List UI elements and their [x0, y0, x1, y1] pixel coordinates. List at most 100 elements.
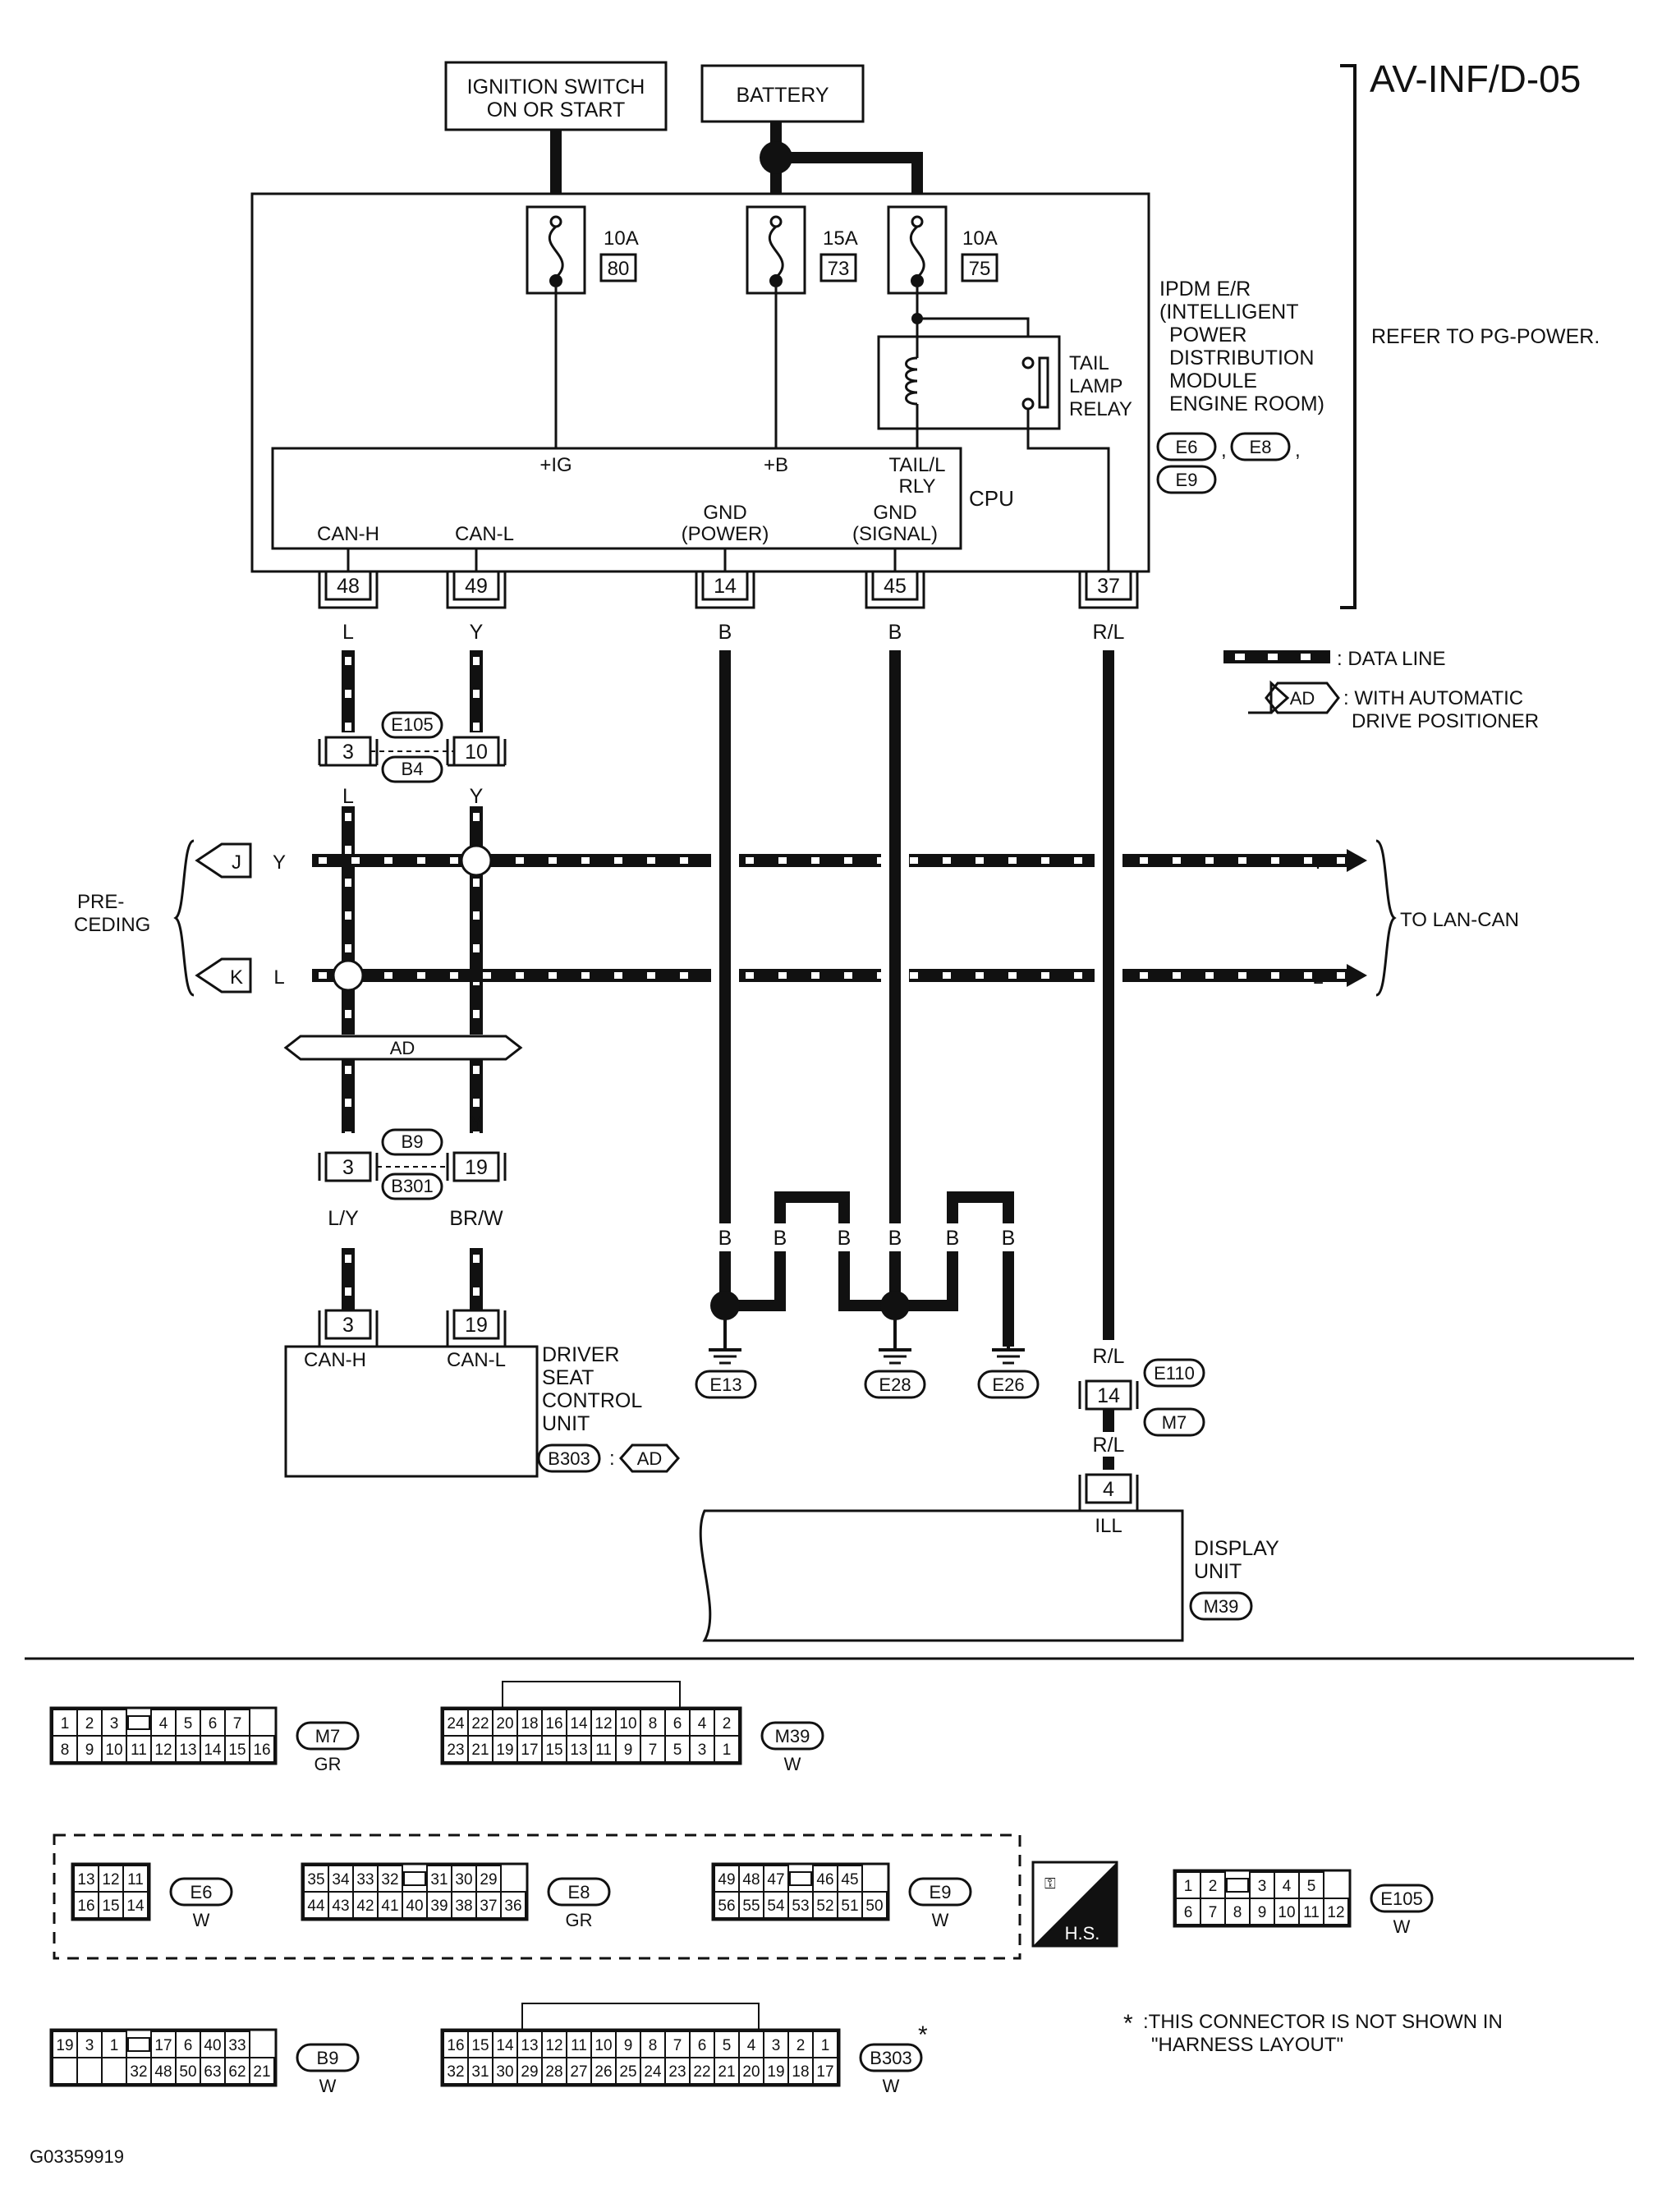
- svg-text:E26: E26: [992, 1374, 1024, 1395]
- connector-pin-49: 49: [718, 1871, 735, 1888]
- legend-ad-symbol: AD: [1290, 688, 1315, 709]
- svg-text:DRIVER: DRIVER: [542, 1343, 619, 1366]
- connector-pin-22: 22: [471, 1715, 489, 1732]
- connector-pin-31: 31: [471, 2063, 489, 2081]
- svg-text:B: B: [888, 1227, 902, 1250]
- flag-j: J: [232, 851, 241, 874]
- connector-pin-1: 1: [821, 2037, 830, 2054]
- ignition-label-line1: IGNITION SWITCH: [467, 76, 645, 99]
- connector-pin-20: 20: [742, 2063, 760, 2081]
- connector-pin-14: 14: [570, 1715, 588, 1732]
- connector-color: GR: [314, 1754, 342, 1774]
- svg-text:48: 48: [337, 575, 360, 598]
- ipdm-pin-48: 48: [318, 570, 379, 609]
- connector-pin-22: 22: [693, 2063, 710, 2081]
- connector-pin-10: 10: [105, 1742, 122, 1759]
- ipdm-title-5: MODULE: [1169, 369, 1257, 392]
- connector-color: GR: [566, 1910, 593, 1930]
- relay-label-3: RELAY: [1069, 398, 1132, 420]
- svg-text:E28: E28: [879, 1374, 911, 1395]
- connector-pin-5: 5: [1307, 1878, 1316, 1895]
- connector-pin-38: 38: [455, 1898, 472, 1915]
- battery-box: BATTERY: [700, 64, 865, 123]
- svg-text:B9: B9: [402, 1131, 424, 1152]
- connector-color: W: [932, 1910, 949, 1930]
- connector-pin-18: 18: [792, 2063, 809, 2081]
- svg-text:SEAT: SEAT: [542, 1366, 594, 1389]
- connector-pin-23: 23: [668, 2063, 686, 2081]
- connector-id: M39: [775, 1726, 810, 1746]
- tail-lamp-relay: TAIL LAMP RELAY: [877, 335, 1132, 571]
- legend-ad-text-1: : WITH AUTOMATIC: [1343, 687, 1523, 709]
- term-can-l: CAN-L: [455, 523, 514, 545]
- page-code: AV-INF/D-05: [1370, 57, 1581, 100]
- connector-key-slot: [403, 1871, 426, 1886]
- svg-text:3: 3: [342, 741, 354, 764]
- svg-text:B4: B4: [402, 759, 424, 779]
- connector-key-slot: [1226, 1878, 1249, 1893]
- inline-connector-e105-b4: L 3 10 E105 B4: [318, 711, 507, 783]
- cpu-label: CPU: [969, 486, 1014, 511]
- wire-can-l-mid: Y: [470, 785, 484, 808]
- svg-text:R/L: R/L: [1093, 1434, 1125, 1457]
- wire-can-h-mid: L: [342, 785, 354, 808]
- term-can-h: CAN-H: [317, 523, 379, 545]
- legend-ad-text-2: DRIVE POSITIONER: [1352, 710, 1539, 732]
- ipdm-conn-e6: E6: [1176, 437, 1198, 457]
- connector-pin-10: 10: [1278, 1904, 1295, 1921]
- svg-text:DISPLAY: DISPLAY: [1194, 1537, 1279, 1560]
- to-lan-can-label: TO LAN-CAN: [1400, 909, 1519, 931]
- connector-pin-3: 3: [698, 1742, 707, 1759]
- connector-pin-37: 37: [480, 1898, 497, 1915]
- svg-text:AD: AD: [390, 1038, 415, 1058]
- connector-pin-28: 28: [545, 2063, 562, 2081]
- connector-pin-6: 6: [184, 2037, 193, 2054]
- connector-pin-32: 32: [447, 2063, 464, 2081]
- connector-pin-16: 16: [447, 2037, 464, 2054]
- flag-k: K: [230, 966, 243, 989]
- connector-pin-6: 6: [1184, 1904, 1193, 1921]
- connector-color: W: [1393, 1916, 1411, 1937]
- svg-text:14: 14: [1097, 1384, 1120, 1407]
- connector-pin-17: 17: [154, 2037, 172, 2054]
- refer-note: REFER TO PG-POWER.: [1371, 325, 1600, 348]
- connector-pin-1: 1: [110, 2037, 119, 2054]
- connector-pin-11: 11: [571, 2037, 587, 2054]
- ipdm-title-2: (INTELLIGENT: [1159, 301, 1298, 324]
- term-gnd-power-1: GND: [703, 502, 746, 524]
- connector-pin-8: 8: [649, 1715, 658, 1732]
- connector-pin-12: 12: [1327, 1904, 1344, 1921]
- connector-pin-23: 23: [447, 1742, 464, 1759]
- connector-pin-2: 2: [723, 1715, 732, 1732]
- svg-text:E105: E105: [391, 714, 433, 735]
- connector-pin-9: 9: [1258, 1904, 1267, 1921]
- figure-id: G03359919: [30, 2146, 124, 2167]
- term-tail-l-1: TAIL/L: [889, 454, 946, 476]
- fuse-75: 10A 75: [887, 205, 998, 295]
- wire-can-h-upper: L: [342, 621, 354, 644]
- connector-pin-27: 27: [570, 2063, 587, 2081]
- connector-pin-35: 35: [307, 1871, 324, 1888]
- connector-pin-48: 48: [742, 1871, 760, 1888]
- ipdm-title-4: DISTRIBUTION: [1169, 346, 1314, 369]
- svg-text:B: B: [838, 1227, 852, 1250]
- connector-pin-56: 56: [718, 1898, 735, 1915]
- connector-pin-1: 1: [723, 1742, 732, 1759]
- bus-l-right-label: L: [1312, 966, 1323, 989]
- connector-pin-13: 13: [521, 2037, 538, 2054]
- connector-pin-11: 11: [595, 1742, 612, 1759]
- connector-pin-45: 45: [841, 1871, 858, 1888]
- connector-pin-63: 63: [204, 2063, 221, 2081]
- connector-pin-54: 54: [767, 1898, 785, 1915]
- connector-pin-6: 6: [209, 1715, 218, 1732]
- connector-pin-19: 19: [767, 2063, 784, 2081]
- relay-label-2: LAMP: [1069, 375, 1122, 397]
- connector-pin-26: 26: [594, 2063, 612, 2081]
- connector-id: M7: [315, 1726, 341, 1746]
- svg-text:,: ,: [1295, 439, 1301, 461]
- connector-pin-21: 21: [253, 2063, 270, 2081]
- connector-pin-8: 8: [61, 1742, 70, 1759]
- svg-text:10: 10: [465, 741, 488, 764]
